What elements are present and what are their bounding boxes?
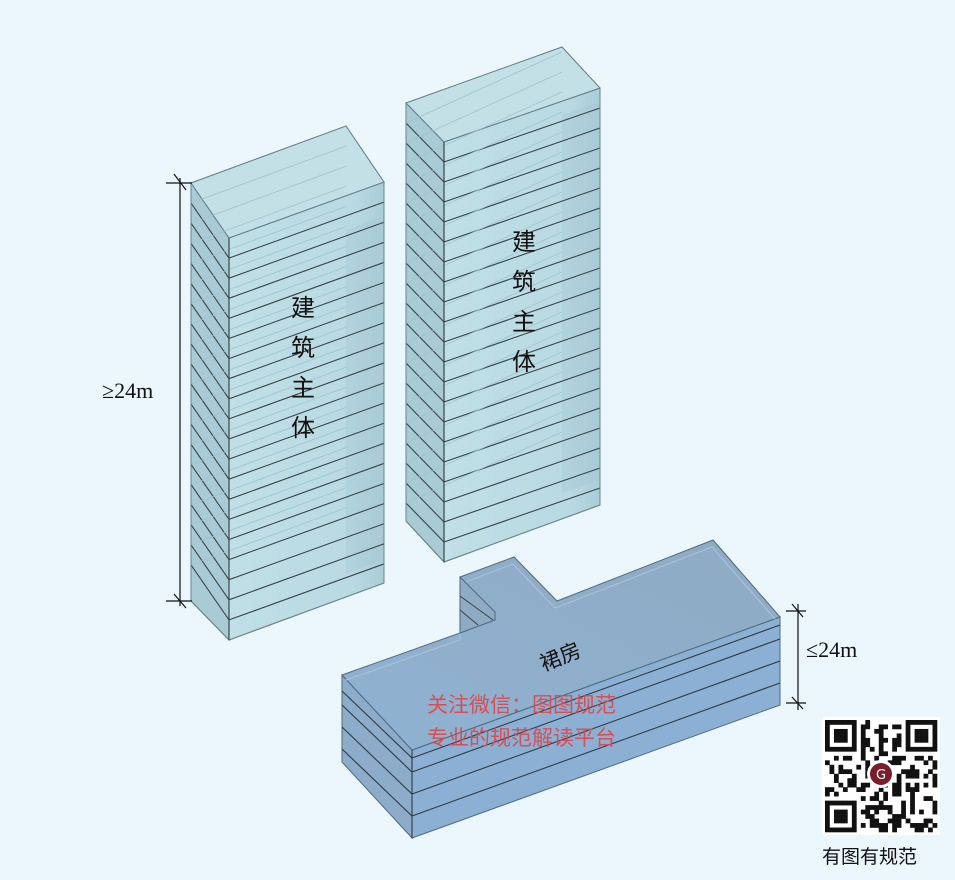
watermark-line-2: 专业的规范解读平台 bbox=[427, 726, 616, 750]
right-tower-label-char: 体 bbox=[512, 348, 536, 376]
right-tower-label-char: 筑 bbox=[512, 268, 536, 296]
right-tower-label-char: 建 bbox=[512, 228, 536, 256]
tower-height-dimension bbox=[166, 173, 192, 609]
left-tower-label-char: 主 bbox=[291, 374, 315, 402]
podium-height-label: ≤24m bbox=[806, 637, 858, 662]
svg-text:G: G bbox=[876, 768, 886, 783]
left-tower bbox=[190, 125, 385, 642]
podium-height-dimension bbox=[786, 603, 806, 710]
right-tower-label-char: 主 bbox=[512, 308, 536, 336]
qr-code: G bbox=[822, 717, 940, 835]
left-tower-label-char: 体 bbox=[291, 414, 315, 442]
left-tower-label-char: 筑 bbox=[291, 334, 315, 362]
right-tower bbox=[405, 46, 601, 564]
qr-logo-icon bbox=[870, 763, 892, 785]
right-tower-label: 建 筑 主 体 bbox=[509, 222, 539, 382]
tower-height-label: ≥24m bbox=[102, 378, 154, 403]
left-tower-label-char: 建 bbox=[291, 294, 315, 322]
qr-caption: 有图有规范 bbox=[822, 846, 918, 868]
left-tower-label: 建 筑 主 体 bbox=[288, 288, 318, 448]
watermark-line-1: 关注微信：图图规范 bbox=[427, 693, 616, 717]
podium bbox=[341, 539, 781, 840]
